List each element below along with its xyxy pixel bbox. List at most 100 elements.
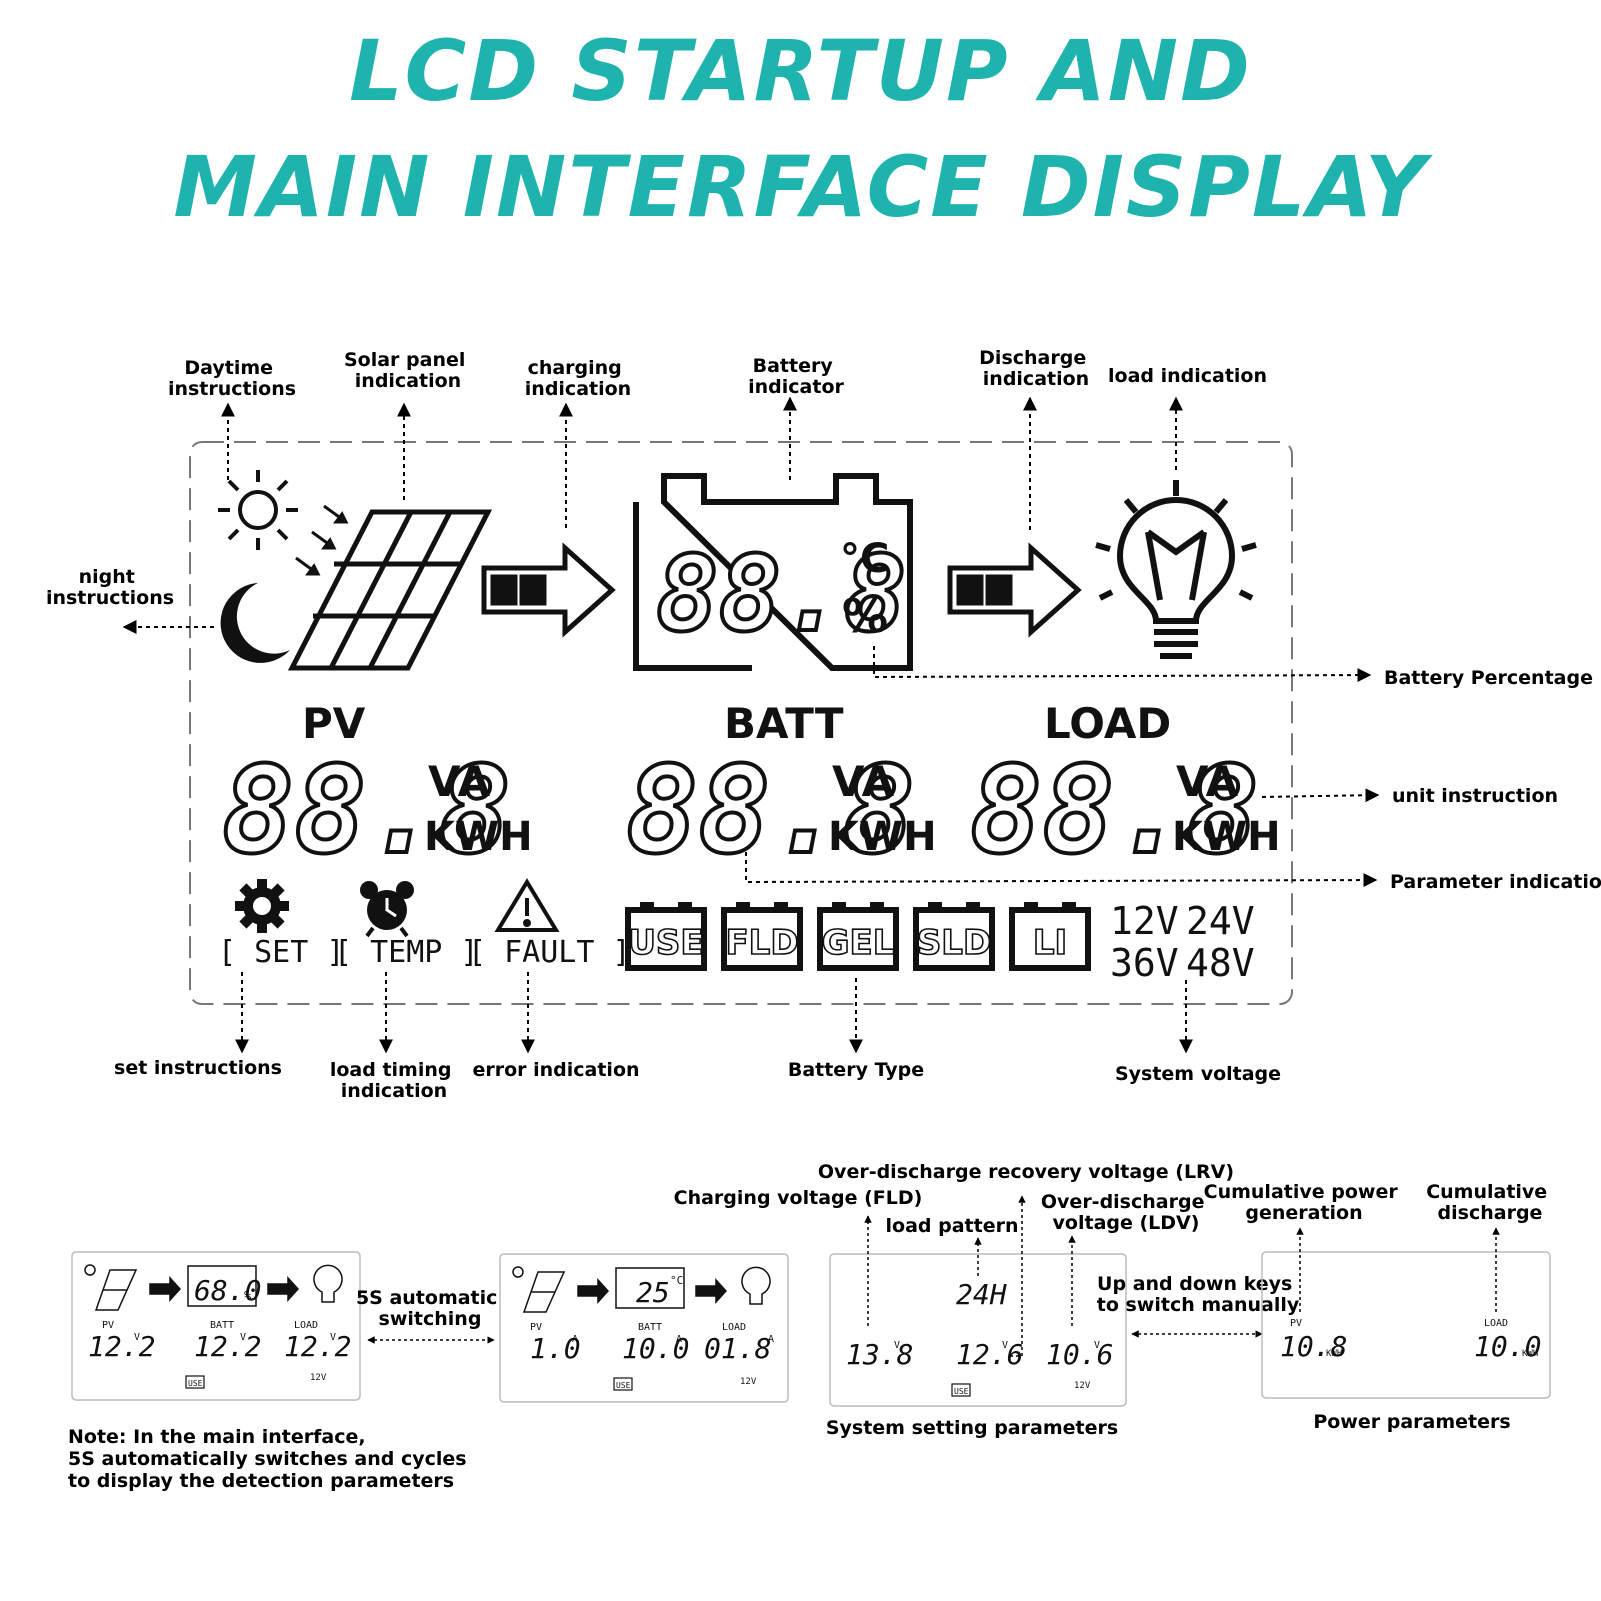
mini-screen-4: PV 10.8 KWH LOAD 10.0 KWH	[1261, 1251, 1551, 1399]
callout-daytime-2: instructions	[168, 378, 296, 400]
callout-load-timing-1: load timing	[330, 1059, 452, 1081]
mini3-pattern: 24H	[956, 1278, 1007, 1311]
ldv-label-1: Over-discharge	[1041, 1191, 1205, 1213]
mini2-load-label: LOAD	[722, 1322, 746, 1333]
battery-type-use-label: USE	[628, 923, 703, 963]
pattern-label: load pattern	[886, 1215, 1019, 1237]
switch-label-1: 5S automatic	[356, 1287, 497, 1309]
mini-screen-3: 24H 13.8 V 12.6 V 10.6 V USE 12V	[829, 1253, 1127, 1407]
mini2-batt-unit: A	[676, 1334, 682, 1345]
note-line-3: to display the detection parameters	[68, 1470, 455, 1492]
pv-unit-va: VA	[428, 757, 491, 806]
sunlight-arrows-icon	[295, 504, 349, 576]
mini1-voltage: 12V	[310, 1373, 327, 1383]
mini2-load: 01.8	[704, 1332, 771, 1365]
temp-indicator: [ TEMP ]	[334, 935, 479, 970]
callout-load: load indication	[1108, 365, 1267, 387]
charging-arrow-icon	[481, 542, 616, 638]
svg-text:Cumulative power generatio: Cumulative power generation	[1204, 1181, 1405, 1224]
mini3-voltage: 12V	[1074, 1381, 1091, 1391]
mini1-batt: 12.2	[194, 1330, 261, 1363]
mini2-temp-unit: °C	[670, 1274, 683, 1287]
callout-daytime-1: Daytime	[184, 357, 273, 379]
mini4-load: 10.0	[1474, 1330, 1541, 1363]
callout-error: error indication	[472, 1059, 639, 1081]
callout-load-timing-2: indication	[341, 1080, 447, 1102]
generation-label-2: generation	[1245, 1202, 1362, 1224]
svg-text:charging indication: charging indication	[525, 357, 631, 400]
load-unit-va: VA	[1176, 757, 1239, 806]
callout-battery-1: Battery	[753, 355, 834, 377]
percent-unit: %	[842, 589, 888, 643]
mini1-pv: 12.2	[88, 1330, 155, 1363]
title-line-2: MAIN INTERFACE DISPLAY	[173, 138, 1428, 236]
mini4-pv: 10.8	[1280, 1330, 1347, 1363]
callout-line-parameter	[745, 852, 1378, 888]
lcd-frame	[189, 441, 1293, 1005]
fault-indicator: [ FAULT ]	[468, 935, 631, 970]
callout-night-1: night	[79, 566, 135, 588]
pv-value: 88.8	[222, 742, 511, 881]
mini2-voltage: 12V	[740, 1377, 757, 1387]
callout-discharge-2: indication	[983, 368, 1089, 390]
discharge-label-2: discharge	[1438, 1202, 1543, 1224]
svg-text:Daytime instructions: Daytime instructions	[168, 357, 296, 400]
mini1-batt-unit: V	[240, 1332, 246, 1343]
battery-type-li: LI	[1009, 902, 1091, 971]
pv-label: PV	[302, 699, 366, 748]
battery-type-gel-label: GEL	[822, 923, 895, 963]
svg-text:Battery indicator: Battery indicator	[748, 355, 844, 398]
mini3-type: USE	[954, 1387, 969, 1396]
title-line-1: LCD STARTUP AND	[349, 22, 1252, 120]
callout-parameter: Parameter indication	[1390, 871, 1601, 893]
battery-icon	[633, 473, 913, 671]
mini1-pct: %	[244, 1289, 252, 1303]
voltage-12v: 12V	[1110, 899, 1179, 943]
fld-label: Charging voltage (FLD)	[674, 1187, 923, 1209]
battery-value: 88.8	[656, 533, 906, 655]
celsius-unit: °C	[840, 536, 889, 582]
svg-text:Discharge indication: Discharge indication	[979, 347, 1093, 390]
mini1-batt-pct: 68.0	[194, 1274, 261, 1307]
load-label: LOAD	[1044, 699, 1171, 748]
mini-screen-1: 68.0 % PV BATT LOAD 12.2 V 12.2 V 12.2 V…	[71, 1251, 361, 1401]
system-caption: System setting parameters	[826, 1417, 1118, 1439]
mini2-pv-unit: A	[572, 1334, 578, 1345]
voltage-36v: 36V	[1110, 941, 1179, 985]
mini2-pv-label: PV	[530, 1322, 542, 1333]
svg-text:load timing indication: load timing indication	[330, 1059, 458, 1102]
battery-type-sld-label: SLD	[917, 923, 991, 963]
moon-icon	[220, 583, 290, 663]
battery-type-gel: GEL	[817, 902, 899, 971]
mini1-load-label: LOAD	[294, 1320, 318, 1331]
note-line-2: 5S automatically switches and cycles	[68, 1448, 467, 1470]
switch-label-2: switching	[379, 1308, 482, 1330]
svg-text:Cumulative discharge: Cumulative discharge	[1426, 1181, 1554, 1224]
battery-type-fld: FLD	[721, 902, 803, 971]
battery-type-use: USE	[625, 902, 707, 971]
mini3-lrv: 12.6	[956, 1338, 1023, 1371]
mini1-batt-label: BATT	[210, 1320, 234, 1331]
battery-type-fld-label: FLD	[725, 923, 798, 963]
solar-panel-icon	[287, 509, 493, 671]
batt-value: 88.8	[626, 742, 915, 881]
set-indicator: [ SET ]	[218, 935, 344, 970]
warning-icon	[494, 878, 560, 932]
note-line-1: Note: In the main interface,	[68, 1426, 366, 1448]
svg-text:night instructions: night instructions	[46, 566, 174, 609]
mini4-pv-unit: KWH	[1326, 1349, 1342, 1359]
load-value: 88.8	[970, 742, 1259, 881]
ldv-label-2: voltage (LDV)	[1053, 1212, 1200, 1234]
callout-solar-1: Solar panel	[344, 349, 465, 371]
alarm-clock-icon	[360, 881, 414, 938]
gear-icon	[235, 879, 289, 933]
mini4-pv-label: PV	[1290, 1318, 1302, 1329]
discharge-label-1: Cumulative	[1426, 1181, 1547, 1203]
mini-screen-2: 25 °C PV BATT LOAD 1.0 A 10.0 A 01.8 A U…	[499, 1253, 789, 1403]
battery-type-li-label: LI	[1033, 923, 1067, 963]
callout-charging-2: indication	[525, 378, 631, 400]
mini2-batt-label: BATT	[638, 1322, 662, 1333]
mini1-type: USE	[188, 1379, 203, 1388]
power-caption: Power parameters	[1313, 1411, 1510, 1433]
